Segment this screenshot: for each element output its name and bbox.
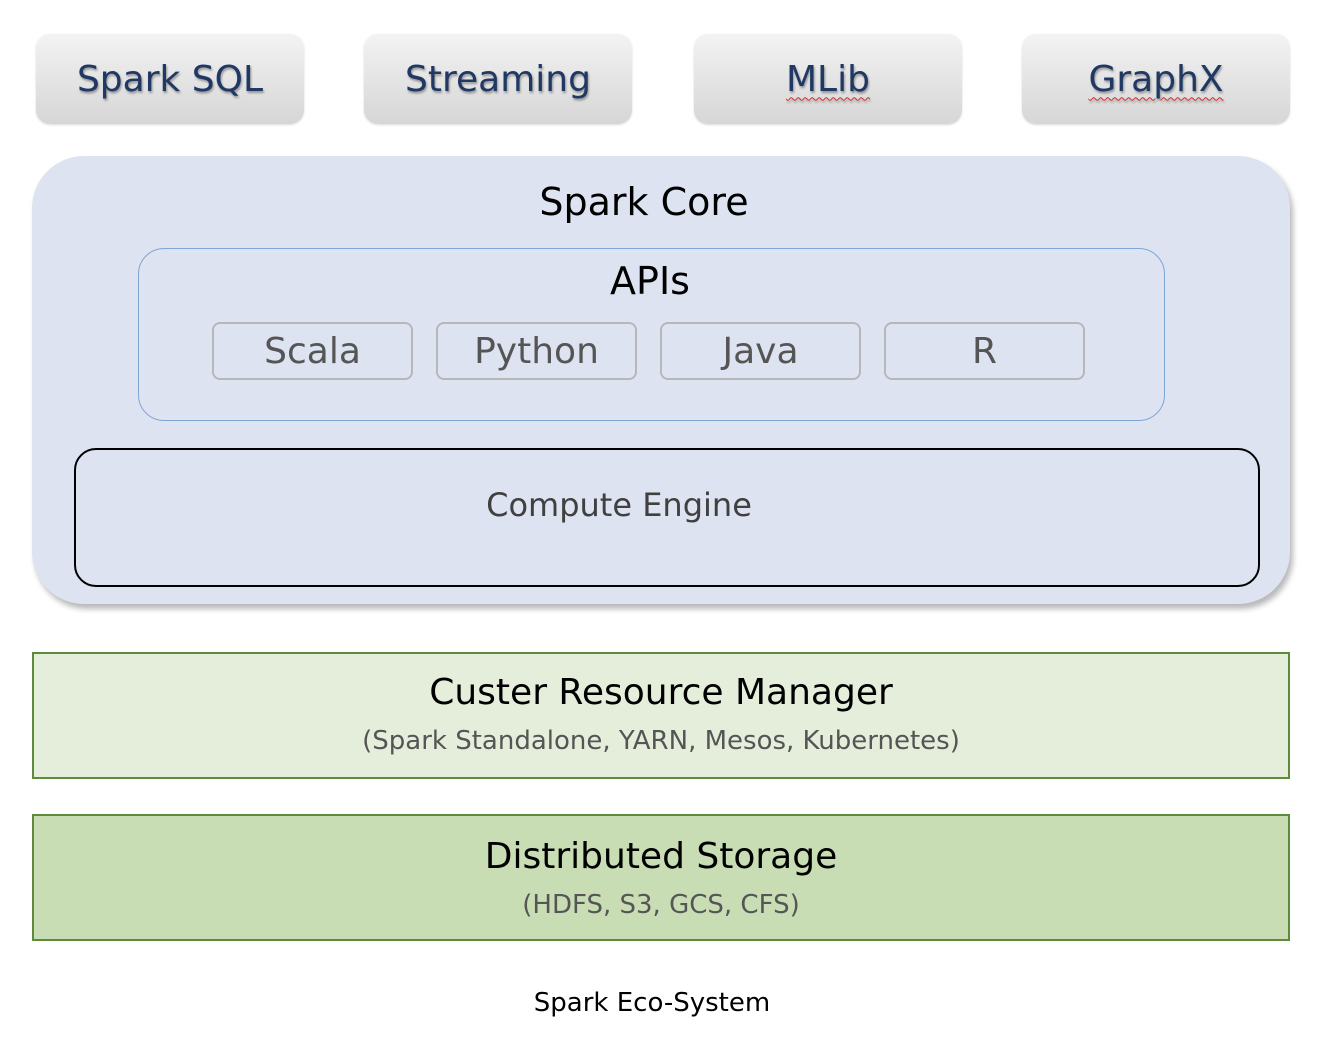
library-label: Streaming xyxy=(405,58,591,100)
spark-core-box: Spark Core APIs Scala Python Java R Comp… xyxy=(32,156,1290,604)
apis-title: APIs xyxy=(610,259,690,303)
library-streaming: Streaming xyxy=(364,34,632,124)
api-r: R xyxy=(884,322,1085,380)
compute-engine-box: Compute Engine xyxy=(74,448,1260,587)
cluster-manager-layer: Custer Resource Manager (Spark Standalon… xyxy=(32,652,1290,779)
library-mlib: MLib xyxy=(694,34,962,124)
library-label: GraphX xyxy=(1088,58,1224,100)
distributed-storage-subtitle: (HDFS, S3, GCS, CFS) xyxy=(522,890,800,920)
compute-engine-label: Compute Engine xyxy=(486,486,752,524)
spark-core-title: Spark Core xyxy=(539,180,749,224)
library-label: MLib xyxy=(786,58,870,100)
apis-box: APIs Scala Python Java R xyxy=(138,248,1165,421)
api-python: Python xyxy=(436,322,637,380)
api-java: Java xyxy=(660,322,861,380)
api-scala: Scala xyxy=(212,322,413,380)
distributed-storage-layer: Distributed Storage (HDFS, S3, GCS, CFS) xyxy=(32,814,1290,941)
cluster-manager-subtitle: (Spark Standalone, YARN, Mesos, Kubernet… xyxy=(362,726,960,756)
distributed-storage-title: Distributed Storage xyxy=(484,836,838,877)
library-label: Spark SQL xyxy=(76,58,264,100)
library-spark-sql: Spark SQL xyxy=(36,34,304,124)
cluster-manager-title: Custer Resource Manager xyxy=(429,672,893,713)
library-graphx: GraphX xyxy=(1022,34,1290,124)
diagram-caption: Spark Eco-System xyxy=(533,988,771,1018)
